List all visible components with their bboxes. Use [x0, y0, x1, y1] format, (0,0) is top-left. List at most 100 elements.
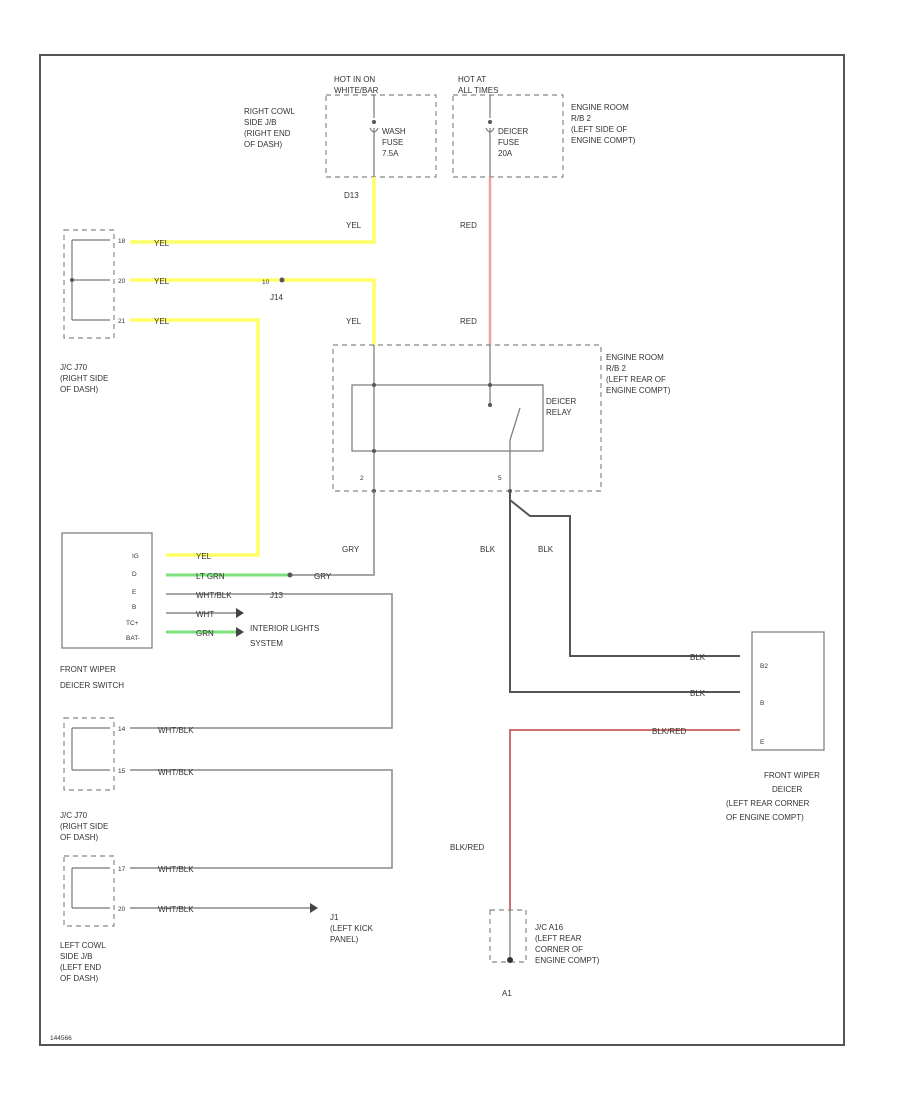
wire-yel-2: YEL	[346, 317, 362, 326]
wash-fuse-loc-3: (RIGHT END	[244, 129, 291, 138]
deicer-fuse-name-2: FUSE	[498, 138, 519, 147]
deicer-pin-b2: B2	[760, 663, 768, 670]
wire-yel-1: YEL	[346, 221, 362, 230]
ground-j1-loc-2: PANEL)	[330, 935, 359, 944]
switch-wire-grn: GRN	[196, 629, 214, 638]
wire-gry: GRY	[342, 545, 360, 554]
switch-pin-d: D	[132, 571, 137, 578]
wire-blkred: BLK/RED	[450, 843, 484, 852]
jb-left-label-1: LEFT COWL	[60, 941, 106, 950]
switch-label-2: DEICER SWITCH	[60, 681, 124, 690]
splice-j14-pin: 10	[262, 279, 270, 286]
wash-fuse-hot: HOT IN ON	[334, 75, 375, 84]
jb-left-label-3: (LEFT END	[60, 963, 101, 972]
jc-mid-label-2: (RIGHT SIDE	[60, 822, 108, 831]
yellow-wires: YEL YEL YEL YEL 10 J14 YEL	[130, 177, 376, 557]
wire-red-2: RED	[460, 317, 477, 326]
jc-bottom-label-2: (LEFT REAR	[535, 934, 582, 943]
jc-j70-mid: 14 15 WHT/BLK WHT/BLK J/C J70 (RIGHT SID…	[60, 717, 393, 869]
switch-pin-ig: IG	[132, 553, 139, 560]
deicer-pin-e: E	[760, 739, 765, 746]
deicer-label-2: DEICER	[772, 785, 802, 794]
deicer-relay-box: DEICER RELAY 2 5 ENGINE ROOM R/B 2 (LEFT…	[332, 344, 671, 493]
jc-top-wire-18: YEL	[154, 239, 170, 248]
jc-top-label-2: (RIGHT SIDE	[60, 374, 108, 383]
switch-pin-b: B	[132, 604, 136, 611]
relay-loc-4: ENGINE COMPT)	[606, 386, 671, 395]
jc-top-pin-20: 20	[118, 278, 126, 285]
jc-j70-top: 18 20 21 J/C J70 (RIGHT SIDE OF DASH)	[60, 229, 126, 394]
switch-wire-ltgrn: LT GRN	[196, 572, 225, 581]
splice-j14: J14	[270, 293, 283, 302]
wash-fuse-loc-4: OF DASH)	[244, 140, 283, 149]
switch-pin-e: E	[132, 589, 137, 596]
wash-fuse-block: HOT IN ON WHITE/BAR RIGHT COWL SIDE J/B …	[244, 75, 437, 200]
wash-fuse-loc-2: SIDE J/B	[244, 118, 276, 127]
front-wiper-deicer: B2 B E FRONT WIPER DEICER (LEFT REAR COR…	[726, 631, 825, 822]
blkred-wire: BLK/RED BLK/RED	[450, 727, 740, 910]
jc-top-label-3: OF DASH)	[60, 385, 99, 394]
jc-top-wire-21: YEL	[154, 317, 170, 326]
wash-fuse-name-1: WASH	[382, 127, 406, 136]
wire-blk-2: BLK	[538, 545, 554, 554]
jb-left-pin-20: 20	[118, 906, 126, 913]
deicer-fuse-loc-3: (LEFT SIDE OF	[571, 125, 627, 134]
switch-pin-bat: BAT-	[126, 635, 140, 642]
jc-top-label-1: J/C J70	[60, 363, 88, 372]
jb-left-wire-20: WHT/BLK	[158, 905, 194, 914]
relay-loc-1: ENGINE ROOM	[606, 353, 664, 362]
relay-pin-2: 2	[360, 475, 364, 482]
illum-label-2: SYSTEM	[250, 639, 283, 648]
switch-wire-yel: YEL	[196, 552, 212, 561]
red-wire: RED RED	[460, 177, 492, 345]
jc-mid-label-3: OF DASH)	[60, 833, 99, 842]
relay-name-1: DEICER	[546, 397, 576, 406]
switch-splice-j13: J13	[270, 591, 283, 600]
jc-mid-pin-15: 15	[118, 768, 126, 775]
jb-left-label-2: SIDE J/B	[60, 952, 92, 961]
deicer-fuse-name-3: 20A	[498, 149, 513, 158]
relay-loc-3: (LEFT REAR OF	[606, 375, 666, 384]
wire-red-1: RED	[460, 221, 477, 230]
deicer-label-1: FRONT WIPER	[764, 771, 820, 780]
switch-pin-tc: TC+	[126, 620, 139, 627]
wash-fuse-name-2: FUSE	[382, 138, 403, 147]
black-wires: BLK BLK BLK BLK	[480, 491, 740, 698]
jc-top-wire-20: YEL	[154, 277, 170, 286]
ground-a1: A1	[502, 989, 512, 998]
connector-d13: D13	[344, 191, 359, 200]
jb-left-wire-17: WHT/BLK	[158, 865, 194, 874]
relay-loc-2: R/B 2	[606, 364, 627, 373]
ground-j1-name: J1	[330, 913, 339, 922]
relay-name-2: RELAY	[546, 408, 572, 417]
deicer-pin-b: B	[760, 700, 764, 707]
deicer-fuse-loc-2: R/B 2	[571, 114, 592, 123]
switch-wire-gry: GRY	[314, 572, 332, 581]
jc-top-pin-18: 18	[118, 238, 126, 245]
switch-label-1: FRONT WIPER	[60, 665, 116, 674]
deicer-label-3: (LEFT REAR CORNER	[726, 799, 810, 808]
jc-bottom-label-1: J/C A16	[535, 923, 564, 932]
switch-wire-whtblk: WHT/BLK	[196, 591, 232, 600]
figure-code: 144566	[50, 1035, 72, 1042]
wash-fuse-name-3: 7.5A	[382, 149, 399, 158]
front-wiper-deicer-switch: IG D E B TC+ BAT- FRONT WIPER DEICER SWI…	[60, 532, 153, 690]
deicer-wire-e: BLK/RED	[652, 727, 686, 736]
diagram-frame	[39, 54, 845, 1046]
relay-pin-5: 5	[498, 475, 502, 482]
deicer-fuse-name-1: DEICER	[498, 127, 528, 136]
deicer-fuse-hot: HOT AT	[458, 75, 486, 84]
deicer-label-4: OF ENGINE COMPT)	[726, 813, 804, 822]
switch-wire-wht: WHT	[196, 610, 214, 619]
deicer-wire-b2: BLK	[690, 653, 706, 662]
wash-fuse-state: WHITE/BAR	[334, 86, 379, 95]
illum-label-1: INTERIOR LIGHTS	[250, 624, 319, 633]
deicer-wire-b: BLK	[690, 689, 706, 698]
deicer-fuse-block: HOT AT ALL TIMES ENGINE ROOM R/B 2 (LEFT…	[452, 75, 636, 178]
jc-bottom-label-4: ENGINE COMPT)	[535, 956, 600, 965]
left-cowl-jb: 17 20 WHT/BLK WHT/BLK LEFT COWL SIDE J/B…	[60, 855, 374, 983]
jc-a16: J/C A16 (LEFT REAR CORNER OF ENGINE COMP…	[489, 909, 600, 998]
jc-top-pin-21: 21	[118, 318, 126, 325]
jc-mid-pin-14: 14	[118, 726, 126, 733]
jb-left-pin-17: 17	[118, 866, 126, 873]
